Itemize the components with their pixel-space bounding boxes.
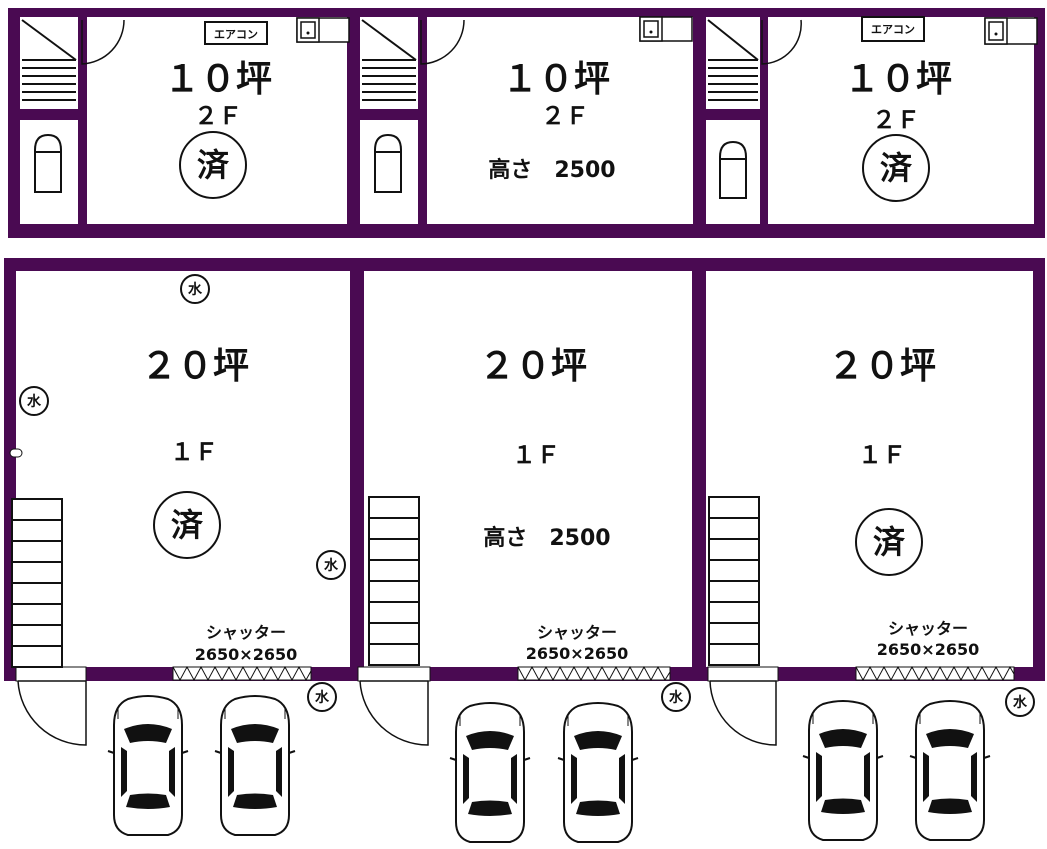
- upper-floor: エアコン １０坪 ２Ｆ 済: [8, 8, 1045, 238]
- entrance-gap: [357, 666, 431, 682]
- car-icon: [449, 702, 531, 843]
- door-swing-icon: [420, 19, 465, 65]
- aircon-box: [861, 16, 925, 42]
- shutter: [855, 665, 1015, 682]
- unit-floor: １Ｆ: [858, 441, 906, 469]
- upper-unit-3: エアコン １０坪 ２Ｆ 済: [706, 16, 1038, 224]
- toilet-icon: [374, 133, 402, 193]
- unit-area: １０坪: [844, 59, 952, 100]
- stair-well: [20, 17, 78, 109]
- upper-unit-2: １０坪 ２Ｆ 高さ 2500: [360, 16, 693, 224]
- status-done-mark: 済: [179, 131, 247, 199]
- unit-floor: ２Ｆ: [541, 102, 589, 130]
- svg-text:水: 水: [1013, 694, 1028, 711]
- shutter: [517, 665, 671, 682]
- unit-area: ２０坪: [141, 346, 249, 387]
- door-swing-icon: [709, 680, 777, 746]
- toilet-icon: [34, 133, 62, 193]
- door-swing-icon: [17, 680, 87, 746]
- sink-icon: [984, 17, 1038, 45]
- status-done-mark: 済: [153, 491, 221, 559]
- svg-text:水: 水: [315, 689, 330, 706]
- unit-area: ２０坪: [828, 346, 936, 387]
- status-done-mark: 済: [855, 508, 923, 576]
- stairs-icon: [368, 496, 420, 666]
- car-icon: [802, 700, 884, 841]
- toilet-icon: [719, 140, 747, 199]
- svg-text:済: 済: [197, 146, 230, 184]
- entrance-gap: [15, 666, 87, 682]
- aircon-label: エアコン: [871, 23, 915, 36]
- ground-unit-1: ２０坪 １Ｆ 済 シャッター 2650×2650 水 水 水: [9, 271, 350, 746]
- svg-text:水: 水: [27, 393, 42, 410]
- ground-room: [16, 271, 350, 667]
- shutter-size: 2650×2650: [526, 644, 628, 663]
- water-tap-icon: 水: [661, 682, 691, 712]
- unit-floor: ２Ｆ: [872, 106, 920, 134]
- shutter-size: 2650×2650: [195, 645, 297, 664]
- ceiling-height: 高さ 2500: [488, 157, 615, 183]
- svg-text:水: 水: [188, 281, 203, 298]
- ground-floor: ２０坪 １Ｆ 済 シャッター 2650×2650 水 水 水: [4, 258, 1045, 746]
- stairs-icon: [11, 498, 63, 668]
- stairs-icon: [708, 496, 760, 666]
- door-swing-icon: [761, 19, 802, 65]
- svg-text:済: 済: [880, 149, 913, 187]
- toilet-room: [20, 120, 78, 224]
- svg-text:水: 水: [324, 557, 339, 574]
- svg-text:水: 水: [669, 689, 684, 706]
- car-icon: [557, 702, 639, 843]
- entrance-gap: [707, 666, 779, 682]
- upper-unit-1: エアコン １０坪 ２Ｆ 済: [20, 17, 350, 224]
- unit-floor: １Ｆ: [170, 438, 218, 466]
- shutter-label: シャッター: [537, 623, 617, 642]
- stair-well: [360, 17, 418, 109]
- shutter-label: シャッター: [888, 619, 968, 638]
- ground-unit-3: ２０坪 １Ｆ 済 シャッター 2650×2650: [706, 271, 1033, 746]
- unit-area: １０坪: [164, 59, 272, 100]
- toilet-room: [360, 120, 418, 224]
- water-tap-icon: 水: [316, 550, 346, 580]
- sink-icon: [296, 17, 350, 43]
- sink-icon: [639, 16, 693, 42]
- stairs-icon: [21, 19, 77, 101]
- water-tap-icon: 水: [1005, 687, 1035, 717]
- car-icon: [107, 695, 189, 836]
- upper-room: [427, 17, 693, 224]
- shutter-size: 2650×2650: [877, 640, 979, 659]
- water-tap-icon: 水: [180, 274, 210, 304]
- aircon-label: エアコン: [214, 28, 258, 41]
- unit-area: ２０坪: [479, 346, 587, 387]
- stairs-icon: [361, 19, 417, 101]
- ground-room: [706, 271, 1033, 667]
- shutter: [172, 665, 312, 682]
- ground-unit-2: ２０坪 １Ｆ 高さ 2500 シャッター 2650×2650: [357, 271, 692, 746]
- stairs-icon: [707, 19, 759, 101]
- car-icon: [909, 700, 991, 841]
- side-door-icon: [9, 448, 23, 458]
- svg-text:済: 済: [171, 506, 204, 544]
- door-swing-icon: [81, 19, 125, 65]
- water-tap-icon: 水: [307, 682, 337, 712]
- water-tap-icon: 水: [19, 386, 49, 416]
- svg-text:済: 済: [873, 523, 906, 561]
- toilet-room: [706, 120, 760, 224]
- ceiling-height: 高さ 2500: [483, 525, 610, 551]
- door-swing-icon: [359, 680, 429, 746]
- stair-well: [706, 17, 760, 109]
- unit-floor: ２Ｆ: [194, 102, 242, 130]
- unit-area: １０坪: [502, 59, 610, 100]
- unit-floor: １Ｆ: [512, 441, 560, 469]
- status-done-mark: 済: [862, 134, 930, 202]
- car-icon: [214, 695, 296, 836]
- shutter-label: シャッター: [206, 623, 286, 642]
- aircon-box: [204, 21, 268, 45]
